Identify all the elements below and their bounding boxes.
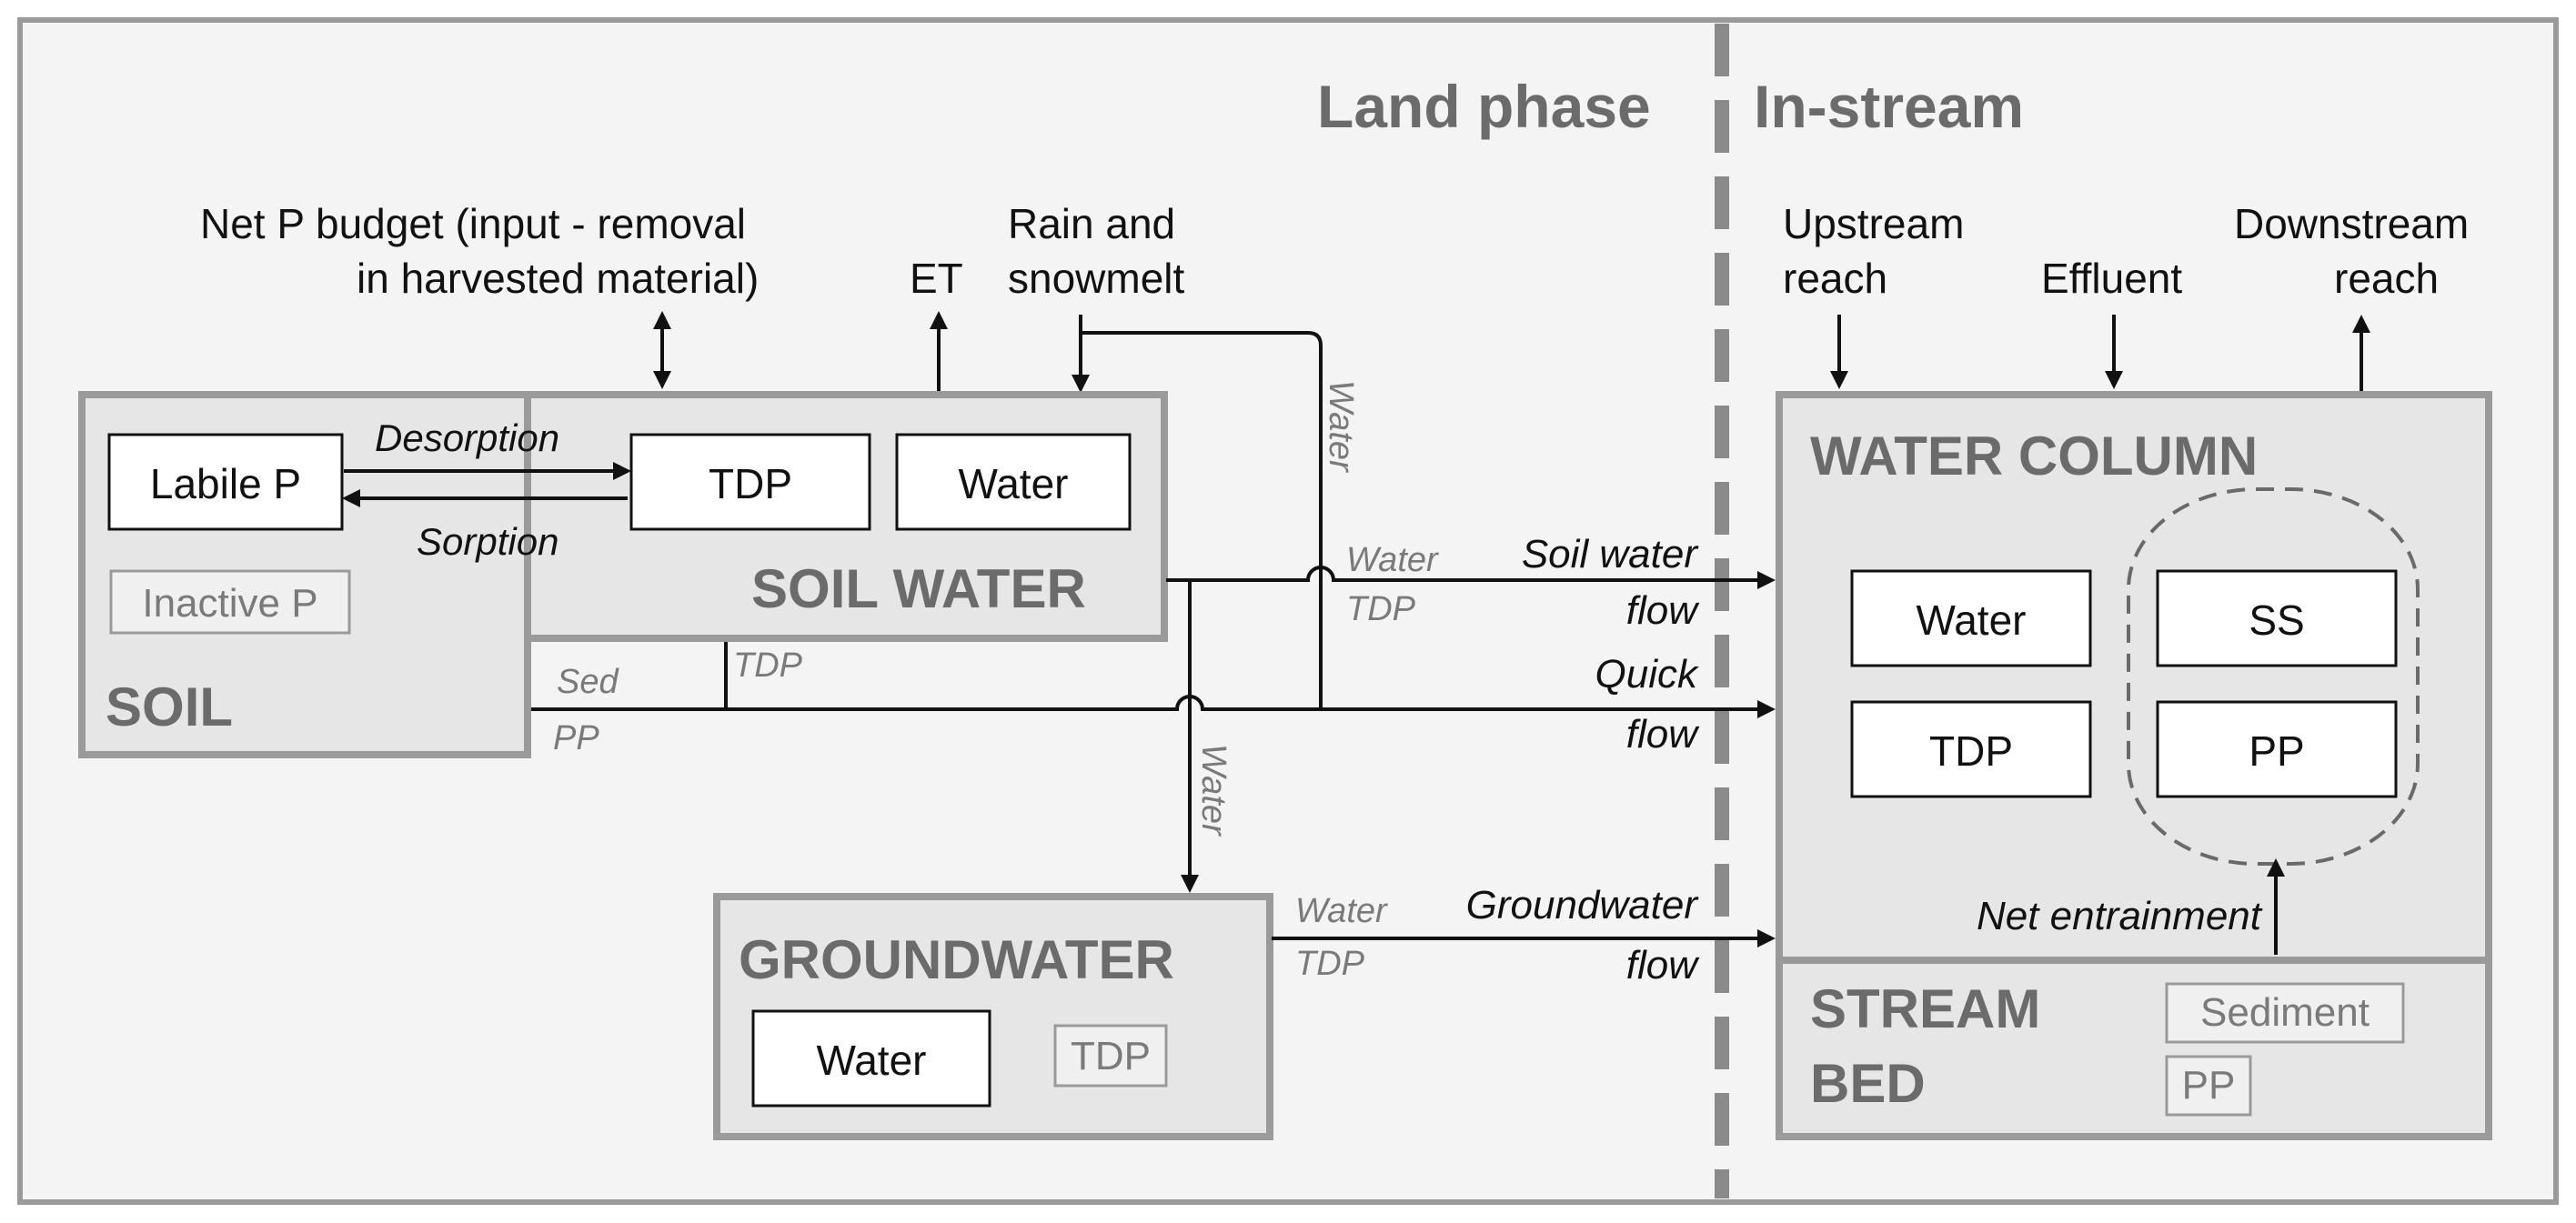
land-phase-label: Land phase <box>1317 73 1651 140</box>
wc-tdp-label: TDP <box>1929 727 2013 775</box>
quick-flow-label-2: flow <box>1626 712 1700 757</box>
sorption-label: Sorption <box>417 520 558 563</box>
rain-bypass-line <box>1081 331 1323 709</box>
upstream-label-2: reach <box>1783 255 1887 302</box>
water-to-groundwater-label: Water <box>1194 744 1233 837</box>
soil-water-flow-label-2: flow <box>1626 588 1700 633</box>
soil-water-title: SOIL WATER <box>751 558 1086 619</box>
sed-label: Sed <box>557 663 619 701</box>
wc-pp-box <box>2156 700 2398 798</box>
soil-water-flow-label: Soil water <box>1522 532 1700 576</box>
groundwater-water-box <box>751 1009 991 1108</box>
labile-p-box <box>107 433 344 531</box>
sediment-box <box>2165 982 2405 1044</box>
wc-tdp-box <box>1850 700 2092 798</box>
wc-pp-label: PP <box>2249 727 2304 775</box>
labile-p-label: Labile P <box>150 460 301 507</box>
quick-flow-label: Quick <box>1595 652 1699 697</box>
groundwater-tdp-box <box>1053 1024 1168 1088</box>
et-label: ET <box>910 255 963 302</box>
upstream-label: Upstream <box>1783 200 1964 247</box>
soil-water-inner-label: Water <box>959 460 1069 507</box>
rain-label: Rain and <box>1008 200 1175 247</box>
gw-tdp-label: TDP <box>1295 945 1365 983</box>
groundwater-flow-label: Groundwater <box>1466 883 1700 927</box>
downstream-label-2: reach <box>2334 255 2439 302</box>
stream-bed-title-2: BED <box>1810 1053 1926 1114</box>
wc-water-label: Water <box>1917 596 2027 644</box>
wc-ss-label: SS <box>2249 596 2304 644</box>
groundwater-flow-label-2: flow <box>1626 943 1700 987</box>
soil-flow-water-label: Water <box>1346 541 1439 579</box>
soil-water-inner-box <box>895 433 1132 531</box>
water-column-title: WATER COLUMN <box>1810 426 2258 486</box>
soil-tdp-box <box>629 433 871 531</box>
stream-bed-title: STREAM <box>1810 978 2040 1039</box>
desorption-label: Desorption <box>375 416 559 459</box>
net-p-budget-label-2: in harvested material) <box>357 255 759 302</box>
groundwater-water-label: Water <box>817 1037 927 1084</box>
stream-bed-pp-box <box>2165 1055 2252 1117</box>
gw-water-label: Water <box>1295 892 1388 930</box>
soil-water-flow-arrow <box>1166 566 1776 589</box>
stream-bed-pp-label: PP <box>2182 1063 2236 1108</box>
downstream-label: Downstream <box>2234 200 2469 247</box>
tdp-branch-label: TDP <box>733 647 803 685</box>
rain-label-2: snowmelt <box>1008 255 1185 302</box>
inactive-p-box <box>109 569 351 635</box>
wc-water-box <box>1850 569 2092 667</box>
effluent-label: Effluent <box>2041 255 2182 302</box>
sediment-label: Sediment <box>2200 990 2370 1035</box>
net-entrainment-label: Net entrainment <box>1977 894 2263 938</box>
inactive-p-label: Inactive P <box>142 581 317 626</box>
instream-label: In-stream <box>1754 73 2024 140</box>
groundwater-tdp-label: TDP <box>1071 1034 1151 1078</box>
groundwater-title: GROUNDWATER <box>739 929 1174 990</box>
soil-flow-tdp-label: TDP <box>1346 590 1416 628</box>
soil-title: SOIL <box>106 677 233 737</box>
water-column-box <box>1776 391 2492 964</box>
pp-flux-label: PP <box>553 719 599 757</box>
net-p-budget-label: Net P budget (input - removal <box>200 200 746 247</box>
wc-ss-box <box>2156 569 2398 667</box>
water-vertical-label: Water <box>1322 380 1360 473</box>
soil-tdp-label: TDP <box>709 460 792 507</box>
